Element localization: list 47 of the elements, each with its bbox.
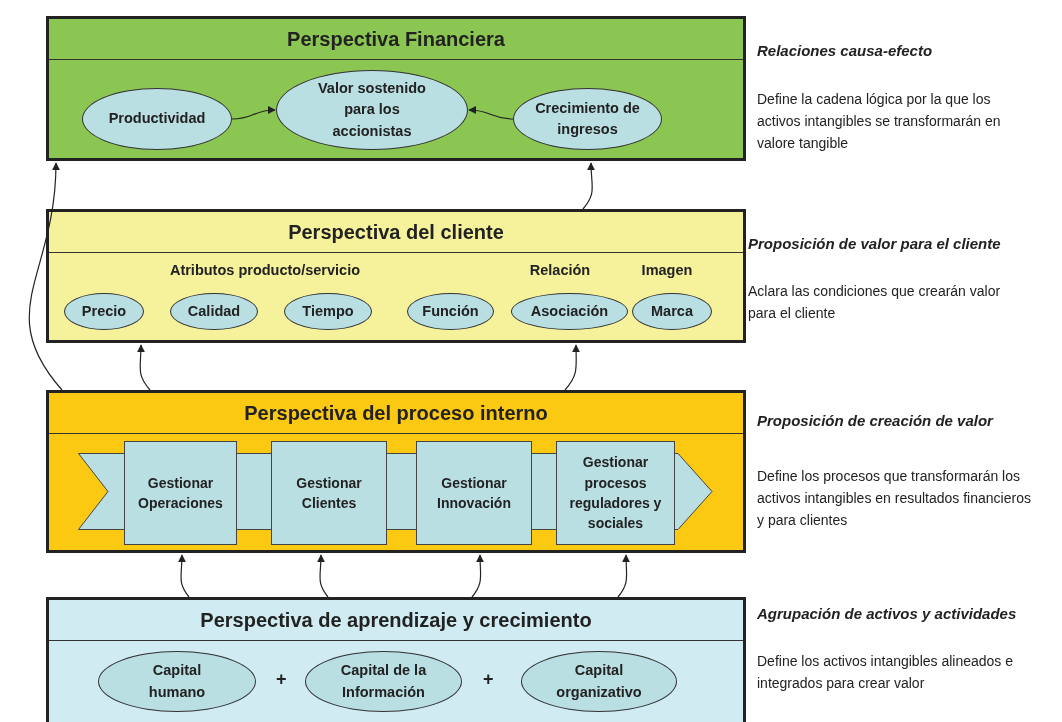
ellipse-node: Crecimiento de ingresos bbox=[513, 88, 662, 150]
arrow bbox=[231, 106, 276, 120]
group-label: Imagen bbox=[641, 262, 693, 278]
arrow bbox=[471, 554, 485, 598]
ellipse-node: Marca bbox=[632, 293, 712, 330]
ellipse-node: Capital humano bbox=[98, 651, 256, 712]
arrow bbox=[136, 344, 151, 391]
description-text: Define la cadena lógica por la que los activos intangibles se transformarán en valore tangible bbox=[757, 90, 1002, 153]
arrow bbox=[177, 554, 190, 598]
arrow bbox=[617, 554, 631, 598]
description-text: Define los activos intangibles alineados e integrados para crear valor bbox=[757, 652, 1015, 693]
arrow bbox=[316, 554, 329, 598]
panel-title: Perspectiva de aprendizaje y crecimiento bbox=[49, 600, 743, 641]
process-box: Gestionar procesos reguladores y sociales bbox=[556, 441, 675, 545]
ellipse-node: Calidad bbox=[170, 293, 258, 330]
plus-sign: + bbox=[483, 669, 494, 690]
ellipse-node: Productividad bbox=[82, 88, 232, 150]
ellipse-node: Asociación bbox=[511, 293, 628, 330]
arrow bbox=[582, 162, 596, 210]
perspective-panel bbox=[46, 16, 746, 161]
group-label: Relación bbox=[529, 262, 591, 278]
plus-sign: + bbox=[276, 669, 287, 690]
perspective-panel bbox=[46, 597, 746, 722]
section-heading: Agrupación de activos y actividades bbox=[757, 605, 1018, 622]
ellipse-node: Valor sostenido para los accionistas bbox=[276, 70, 468, 150]
ellipse-node: Capital organizativo bbox=[521, 651, 677, 712]
arrow bbox=[28, 162, 63, 391]
ellipse-node: Función bbox=[407, 293, 494, 330]
perspective-panel bbox=[46, 209, 746, 343]
process-box: Gestionar Operaciones bbox=[124, 441, 237, 545]
arrow bbox=[468, 106, 514, 120]
ellipse-node: Tiempo bbox=[284, 293, 372, 330]
process-box: Gestionar Clientes bbox=[271, 441, 387, 545]
description-text: Define los procesos que transformarán los activos intangibles en resultados financieros y para clientes bbox=[757, 467, 1032, 530]
section-heading: Proposición de valor para el cliente bbox=[748, 235, 1002, 252]
panel-title: Perspectiva del proceso interno bbox=[49, 393, 743, 434]
section-heading: Relaciones causa-efecto bbox=[757, 42, 934, 59]
group-label: Atributos producto/servicio bbox=[169, 262, 361, 278]
ellipse-node: Capital de la Información bbox=[305, 651, 462, 712]
section-heading: Proposición de creación de valor bbox=[757, 412, 995, 429]
ellipse-node: Precio bbox=[64, 293, 144, 330]
description-text: Aclara las condiciones que crearán valor para el cliente bbox=[748, 282, 1002, 323]
panel-title: Perspectiva Financiera bbox=[49, 19, 743, 60]
process-box: Gestionar Innovación bbox=[416, 441, 532, 545]
perspective-panel bbox=[46, 390, 746, 553]
panel-title: Perspectiva del cliente bbox=[49, 212, 743, 253]
arrow bbox=[564, 344, 581, 391]
